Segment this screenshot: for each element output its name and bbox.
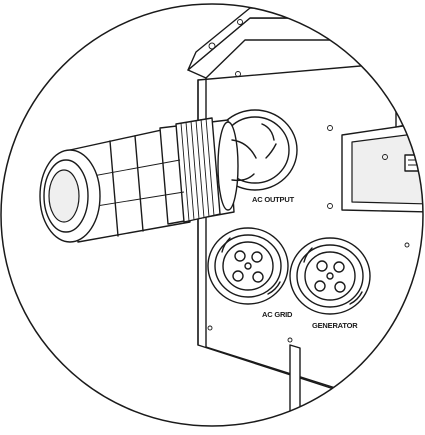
generator-label: GENERATOR xyxy=(312,321,358,330)
ac-output-label: AC OUTPUT xyxy=(252,195,295,204)
generator-socket xyxy=(289,237,371,315)
circle-frame xyxy=(0,3,424,427)
ac-plug-connector xyxy=(39,117,257,243)
ac-grid-label: AC GRID xyxy=(262,310,293,319)
inverter-housing xyxy=(187,7,423,79)
ac-grid-socket xyxy=(207,227,289,305)
